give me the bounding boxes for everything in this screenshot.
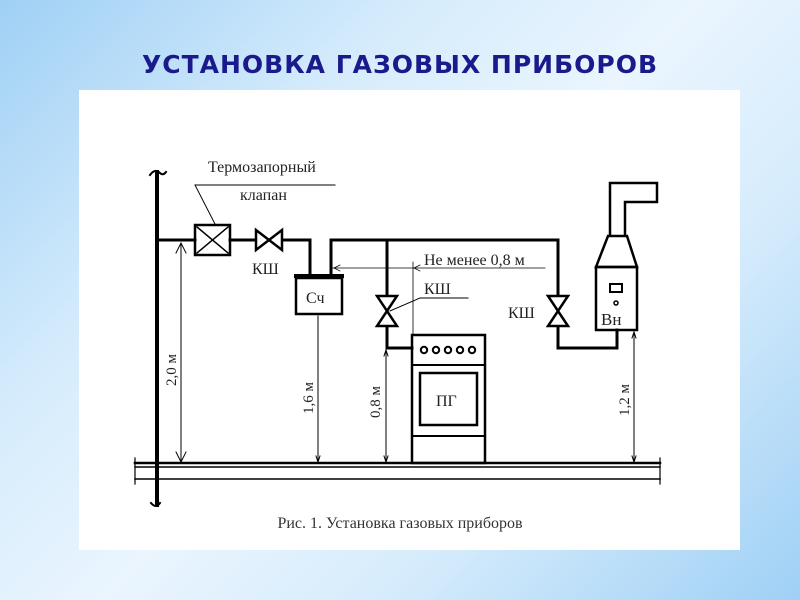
- dimension-0-8-label: 0,8 м: [368, 386, 384, 419]
- meter-label: Сч: [306, 290, 325, 307]
- thermo-valve-label-2: клапан: [240, 187, 287, 204]
- main-pipe: [155, 238, 312, 277]
- min-distance-dimension: [331, 261, 546, 336]
- dimension-1-6-label: 1,6 м: [301, 382, 317, 415]
- dimension-1-2-label: 1,2 м: [617, 384, 633, 417]
- ball-valve-3-icon: [545, 294, 571, 328]
- water-heater-label: Вн: [601, 310, 621, 329]
- valve-1-label: КШ: [252, 261, 279, 278]
- water-heater-icon: [594, 181, 659, 332]
- slide-title: УСТАНОВКА ГАЗОВЫХ ПРИБОРОВ: [141, 50, 659, 79]
- dimension-1-6: [315, 315, 321, 464]
- min-distance-label: Не менее 0,8 м: [424, 252, 525, 269]
- ball-valve-2-icon: [374, 294, 469, 328]
- thermo-valve-icon: [193, 184, 336, 257]
- dimension-2-0-label: 2,0 м: [164, 354, 180, 387]
- figure-caption: Рис. 1. Установка газовых приборов: [277, 515, 523, 532]
- stove-label: ПГ: [436, 393, 457, 410]
- dimension-2-0: [175, 241, 187, 464]
- floor-slab: [133, 457, 662, 485]
- ball-valve-1-icon: [254, 227, 284, 253]
- dimension-0-8: [383, 348, 389, 464]
- valve-3-label: КШ: [508, 305, 535, 322]
- thermo-valve-label-1: Термозапорный: [208, 159, 316, 176]
- diagram-panel: [79, 90, 740, 550]
- dimension-1-2: [631, 330, 637, 464]
- gas-meter-icon: [294, 274, 344, 316]
- valve-2-label: КШ: [424, 281, 451, 298]
- meter-outlet-pipe: [329, 238, 619, 350]
- gas-riser: [148, 169, 168, 507]
